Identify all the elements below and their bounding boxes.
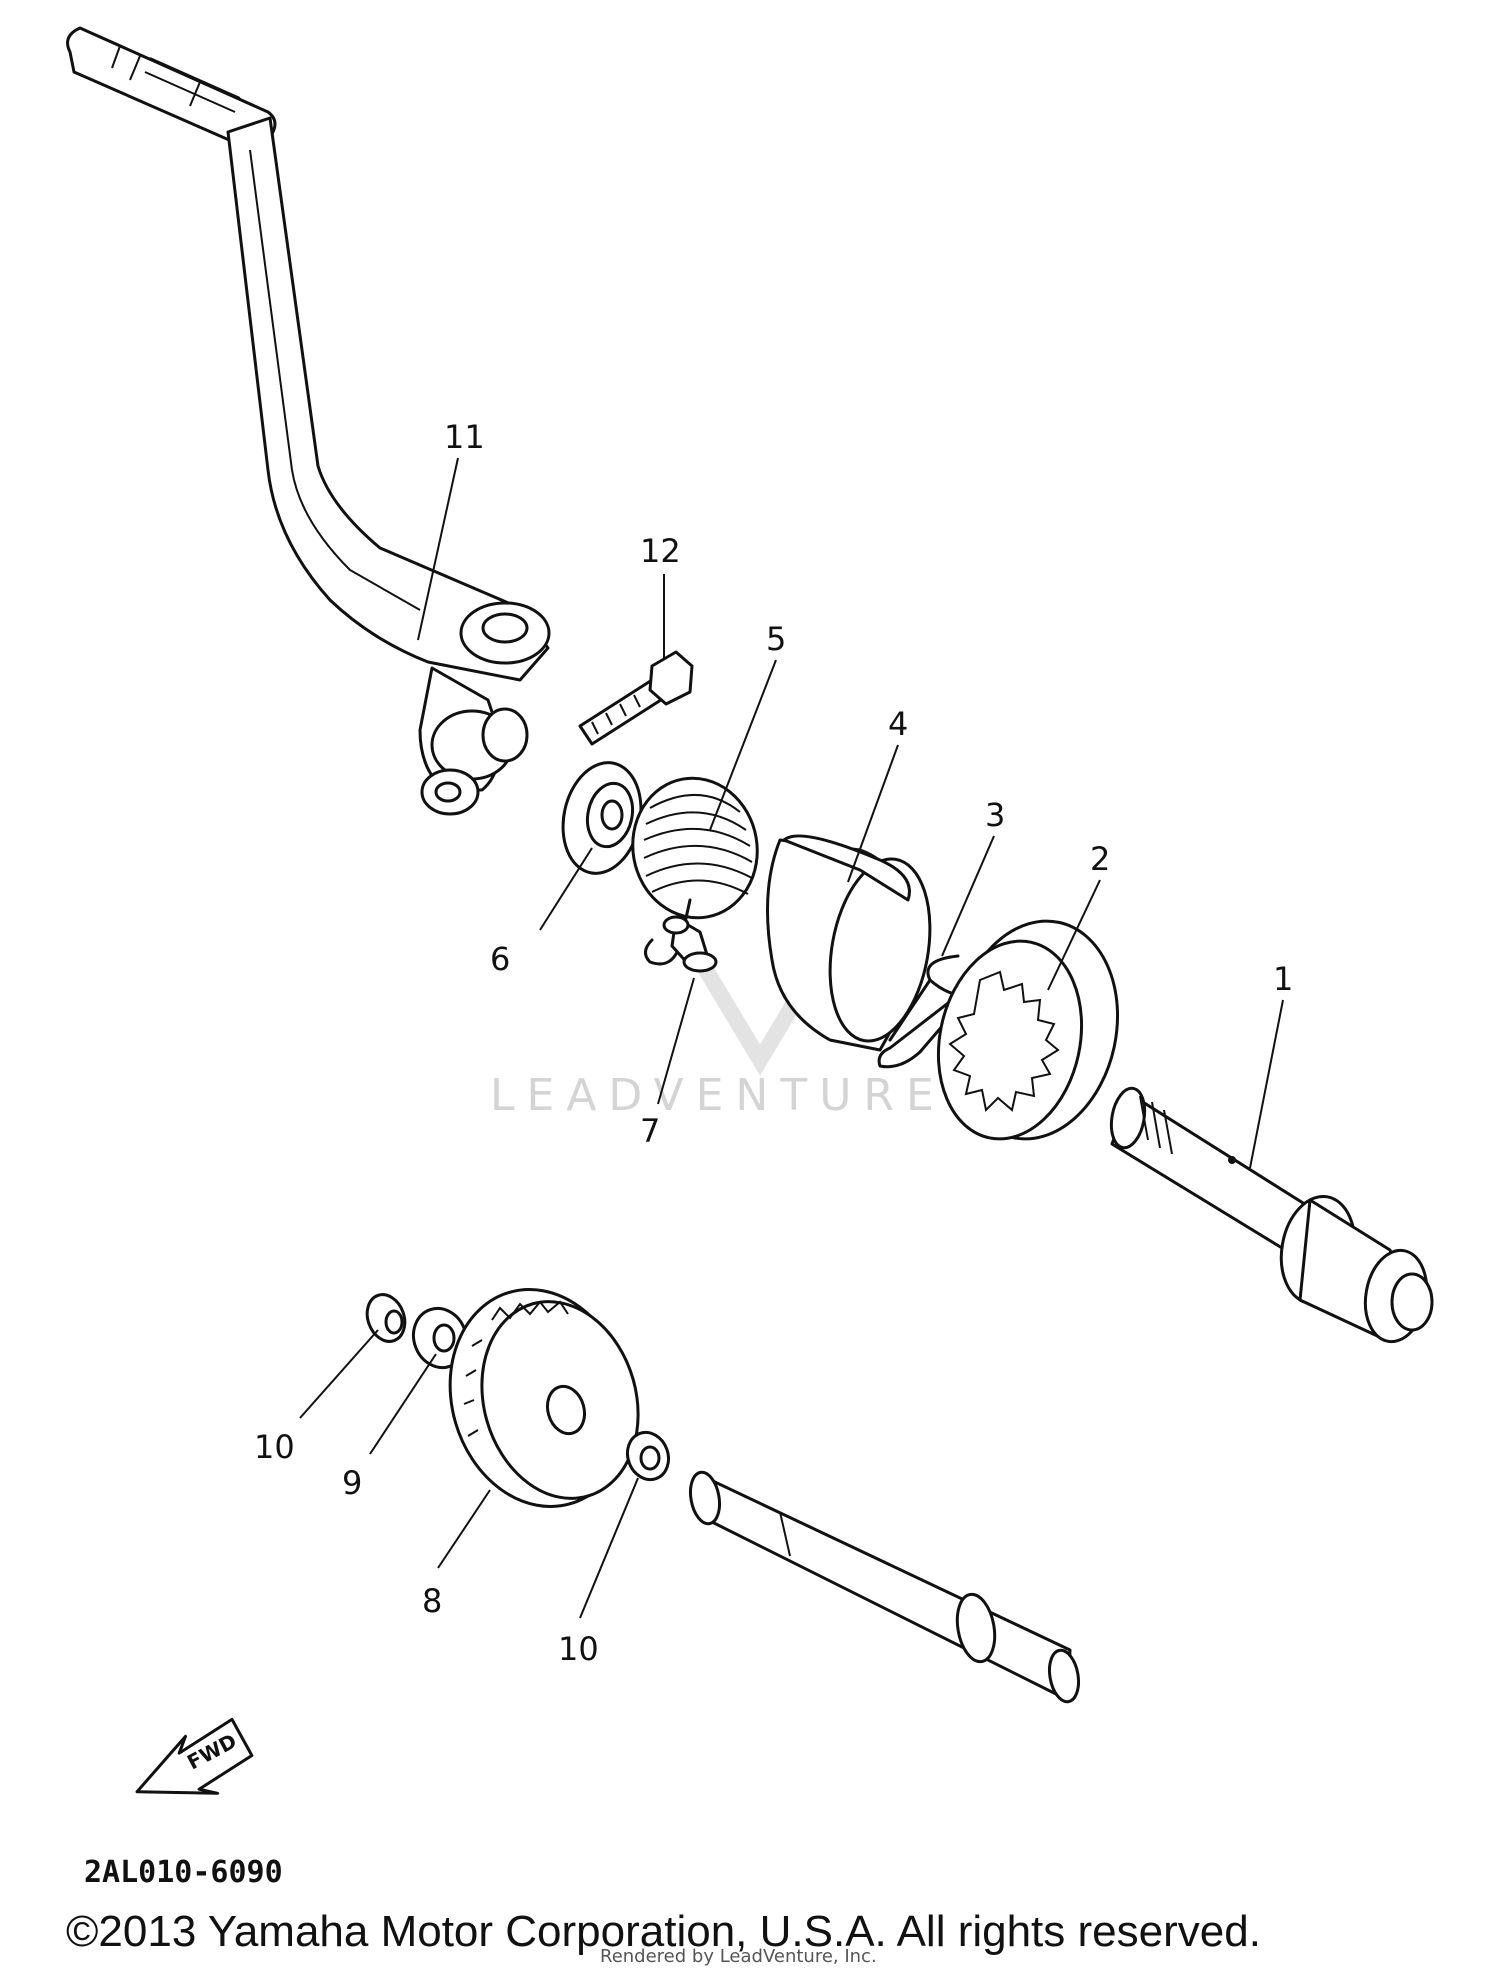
callout-labels: 1 2 3 4 5 6 7 8 9 10 10 11 12: [254, 418, 1293, 1668]
callout-2: 2: [1090, 840, 1110, 878]
copyright-text: ©2013 Yamaha Motor Corporation, U.S.A. A…: [66, 1907, 1261, 1956]
watermark-credit: Rendered by LeadVenture, Inc.: [600, 1946, 877, 1967]
diagram-code: 2AL010-6090: [84, 1855, 283, 1890]
part-10-circlip-upper: [365, 1293, 407, 1343]
part-1-kick-axle: [1109, 1086, 1434, 1344]
callout-4: 4: [888, 705, 908, 743]
callout-8: 8: [422, 1582, 442, 1620]
callout-7: 7: [640, 1112, 660, 1150]
svg-text:LEADVENTURE: LEADVENTURE: [490, 1070, 946, 1121]
callout-1: 1: [1273, 960, 1293, 998]
callout-12: 12: [640, 532, 681, 570]
part-12-bolt: [578, 650, 694, 746]
part-8-idler-gear: [448, 1288, 640, 1508]
callout-9: 9: [342, 1464, 362, 1502]
callout-3: 3: [985, 796, 1005, 834]
part-6-washer: [561, 761, 643, 875]
part-2-ratchet: [936, 919, 1120, 1141]
fwd-arrow-icon: FWD: [135, 1717, 254, 1795]
part-5-spring: [631, 776, 759, 966]
part-4-guide: [766, 834, 932, 1052]
idler-shaft: [688, 1470, 1081, 1704]
part-7-stopper: [662, 915, 718, 973]
part-10-circlip-lower: [625, 1430, 671, 1482]
callout-10-upper: 10: [254, 1428, 295, 1466]
callout-10-lower: 10: [558, 1630, 599, 1668]
callout-5: 5: [766, 620, 786, 658]
leader-lines: [299, 457, 1284, 1619]
callout-11: 11: [444, 418, 485, 456]
part-3-clip: [877, 954, 970, 1069]
callout-6: 6: [490, 940, 510, 978]
part-11-kick-crank: [66, 26, 551, 816]
